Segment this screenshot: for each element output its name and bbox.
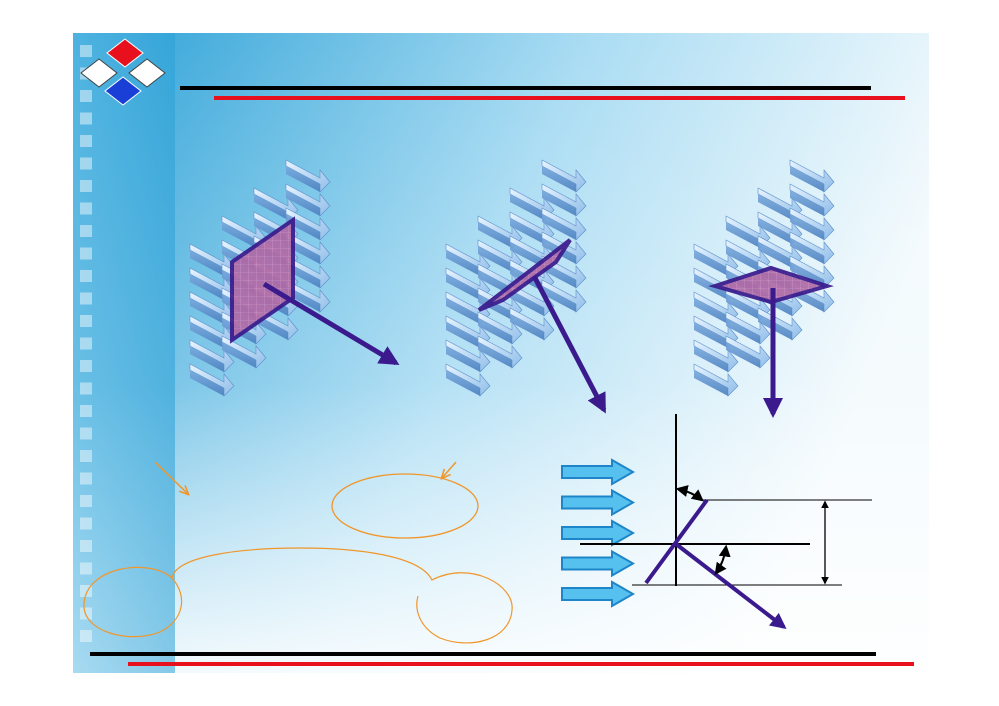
left-strip: [73, 33, 175, 673]
strip-square: [80, 315, 92, 327]
strip-square: [80, 562, 92, 575]
strip-square: [80, 427, 92, 440]
plate-icon: [708, 265, 834, 305]
callout-ellipse: [331, 473, 479, 539]
normal-vector-icon: [674, 542, 787, 629]
strip-square: [80, 225, 92, 237]
strip-square: [80, 292, 92, 305]
strip-square: [80, 472, 92, 485]
plate-vertical-diagram: [189, 159, 400, 397]
normal-vector-icon: [531, 274, 607, 414]
strip-square: [80, 157, 92, 170]
flow-arrow-icon: [561, 488, 636, 517]
strip-square: [80, 540, 92, 552]
flow-arrow-icon: [561, 519, 636, 547]
normal-vector-icon: [262, 281, 400, 366]
strip-square: [80, 112, 92, 125]
strip-square: [80, 382, 92, 395]
strip-square: [80, 45, 92, 57]
strip-square: [80, 337, 92, 350]
angle-arrow-icon: [675, 485, 704, 502]
flow-arrows: [561, 458, 636, 608]
plate-horizontal-diagram: [693, 159, 835, 418]
strip-square: [80, 202, 92, 215]
strip-square: [80, 135, 92, 147]
callout-arrow-icon: [154, 461, 188, 494]
strip-square: [80, 607, 92, 620]
strip-square: [80, 517, 92, 530]
strip-square: [80, 180, 92, 192]
callouts: [83, 461, 513, 644]
flow-arrow-icon: [561, 458, 636, 486]
callout-arrow-icon: [442, 461, 457, 478]
plate-inclined-diagram: [445, 159, 607, 414]
cloud-outline-icon: [83, 547, 513, 644]
flow-arrow-icon: [561, 580, 636, 608]
strip-square: [80, 90, 92, 102]
angle-arrow-icon: [714, 544, 731, 575]
strip-square: [80, 247, 92, 260]
vector-diagram: [561, 414, 872, 629]
inclined-plate-line: [644, 498, 709, 585]
flow-arrow-icon: [561, 549, 636, 578]
plate-icon: [477, 238, 572, 312]
strip-square: [80, 630, 92, 642]
strip-square: [80, 405, 92, 417]
strip-square: [80, 495, 92, 507]
plate-icon: [230, 216, 295, 344]
strip-square: [80, 360, 92, 372]
strip-square: [80, 270, 92, 282]
four-diamond-logo-icon: [80, 38, 166, 106]
strip-square: [80, 450, 92, 462]
